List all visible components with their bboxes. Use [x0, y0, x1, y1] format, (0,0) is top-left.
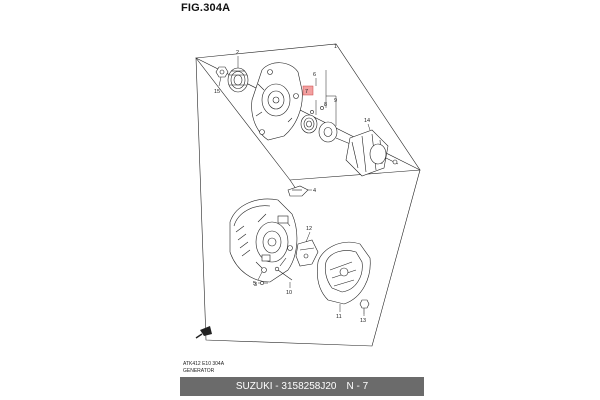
callout-3: 3 [254, 282, 257, 288]
figure-name: GENERATOR [183, 368, 215, 374]
callout-4: 4 [313, 188, 316, 194]
callout-8: 8 [324, 102, 327, 108]
callout-2: 2 [236, 50, 239, 56]
callout-13: 13 [360, 318, 366, 324]
callout-6: 6 [313, 72, 316, 78]
arrow-icon [195, 326, 212, 339]
footer-brand: SUZUKI [235, 381, 273, 392]
terminal-connector [287, 185, 309, 197]
rear-cover [317, 242, 371, 305]
assembly-outline [195, 43, 421, 181]
small-bolt [260, 281, 268, 285]
front-bearing [300, 114, 318, 134]
figure-title: FIG.304A [181, 2, 231, 14]
callout-15: 15 [214, 89, 220, 95]
rotor [335, 129, 399, 177]
callout-5: 5 [253, 281, 256, 287]
pulley-nut [215, 66, 229, 78]
callout-9: 9 [334, 98, 337, 104]
drive-end-frame [251, 62, 303, 141]
footer-page: N - 7 [346, 381, 369, 392]
callout-10: 10 [286, 290, 292, 296]
pulley [227, 67, 249, 93]
callout-11: 11 [336, 314, 342, 320]
bearing-retainer [318, 121, 338, 143]
regulator [295, 239, 319, 267]
footer-part-number: 3158258J20 [281, 381, 337, 392]
highlight-box [302, 85, 314, 96]
figure-code: ATK412 E10 304A [183, 361, 225, 367]
callout-1: 1 [334, 44, 337, 50]
rear-housing-stator [229, 198, 298, 283]
cover-nut [359, 299, 370, 314]
callout-14: 14 [364, 118, 370, 124]
leader-lines [218, 56, 371, 316]
callout-12: 12 [306, 226, 312, 232]
footer-part-ref: SUZUKI - 3158258J20 [236, 381, 337, 392]
assembly-outline-lower [195, 57, 421, 347]
footer-bar: SUZUKI - 3158258J20 N - 7 [180, 377, 424, 396]
through-bolt [274, 266, 293, 281]
callout-7: 7 [305, 89, 308, 95]
footer-separator: - [275, 381, 279, 392]
retainer-screws [310, 106, 324, 114]
